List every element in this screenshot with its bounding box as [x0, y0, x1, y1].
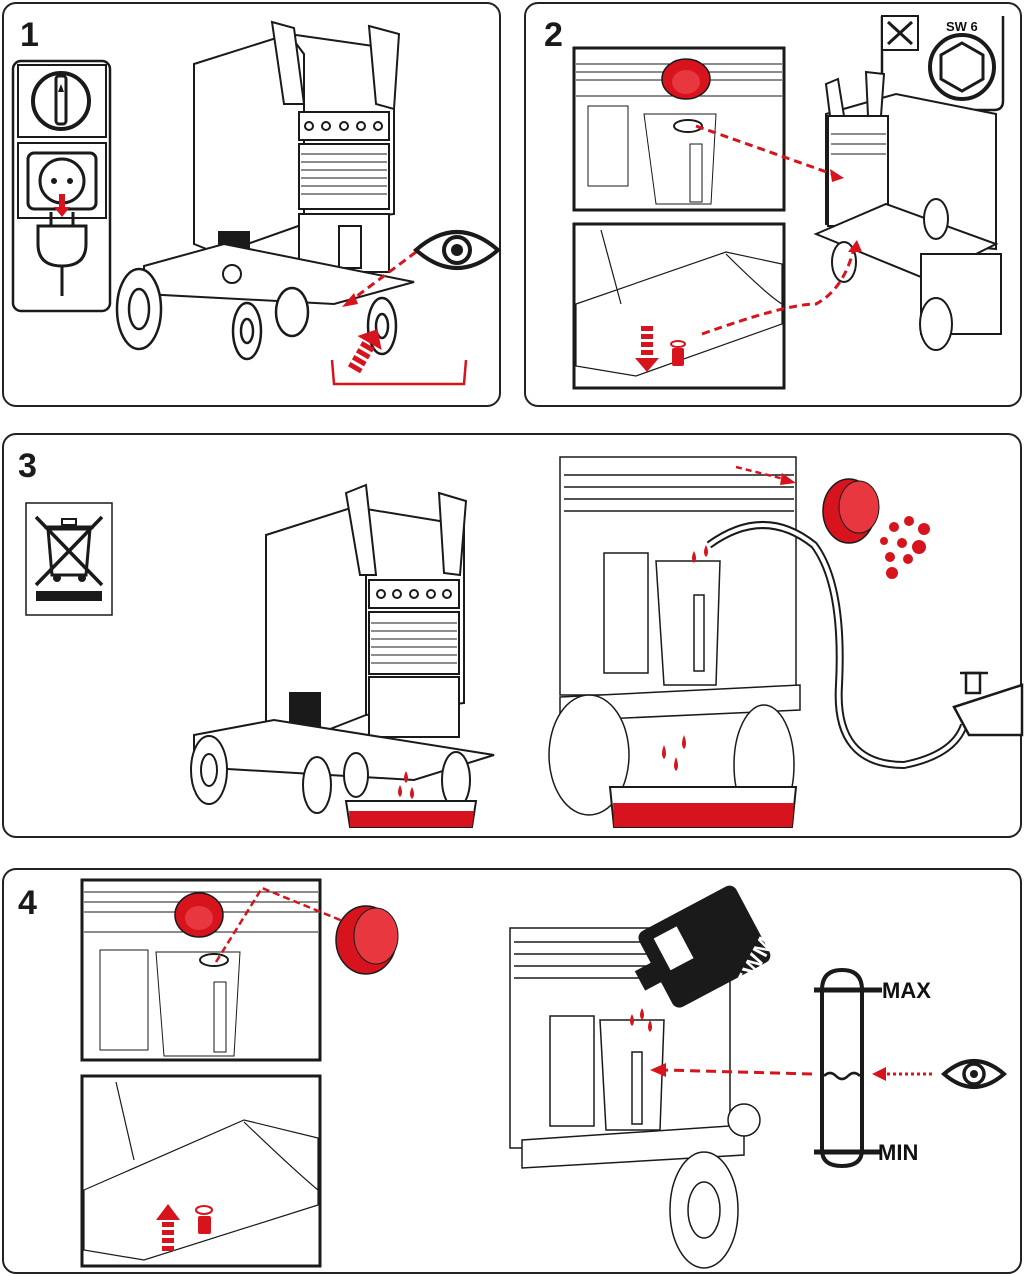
coolant-drops-icon: [662, 516, 930, 771]
eye-icon: [940, 1059, 1008, 1089]
drain-plug-icon: [335, 905, 399, 975]
drain-tray-icon: [330, 329, 468, 386]
min-label: MIN: [878, 1140, 919, 1165]
drain-tray-icon: [608, 786, 798, 828]
drain-tray-icon: [344, 800, 478, 828]
step-1-number: 1: [20, 16, 39, 54]
step-3-illustration: [25, 456, 1024, 828]
step-4-number: 4: [18, 884, 37, 922]
drain-plug-inset: [572, 222, 786, 390]
level-pointer: [663, 1068, 813, 1076]
drain-plug-icon: [635, 326, 686, 372]
coolant-tank-cap-icon: [661, 58, 711, 100]
step-1-illustration: [11, 20, 502, 386]
tank-cap-icon: [174, 892, 224, 938]
coolant-drops-icon: [398, 771, 414, 799]
hex-wrench-icon: [928, 33, 996, 101]
tank-closeup: [548, 456, 801, 826]
step-1-panel: 1: [2, 2, 502, 407]
plug-pointer: [701, 247, 856, 336]
level-gauge-icon: [814, 967, 882, 1169]
step-3-panel: 3: [2, 433, 1024, 838]
max-label: MAX: [882, 978, 931, 1003]
welding-machine: [143, 20, 415, 306]
eye-icon: [412, 230, 502, 270]
welding-machine: [813, 70, 1002, 351]
tool-size-label: SW 6: [946, 19, 978, 34]
tank-cap-inset: [80, 878, 322, 1062]
drain-plug-inset: [80, 1074, 322, 1268]
step-2-illustration: [572, 15, 1005, 390]
step-4-panel: 4: [2, 868, 1022, 1274]
step-4-illustration: [80, 878, 1008, 1269]
water-tap-icon: [952, 671, 1024, 737]
weee-disposal-icon: [25, 502, 113, 616]
inspect-arrow: [348, 250, 417, 304]
welding-machine: [190, 483, 495, 814]
step-3-number: 3: [18, 447, 37, 485]
coolant-drops-icon: [630, 1008, 652, 1032]
unplug-icon: [17, 142, 107, 296]
step-2-number: 2: [544, 16, 563, 54]
drain-plug-icon: [822, 478, 880, 544]
step-2-panel: 2: [524, 2, 1022, 407]
tank-cap-inset: [572, 46, 786, 212]
coolant-bottle-icon: [634, 885, 771, 1008]
